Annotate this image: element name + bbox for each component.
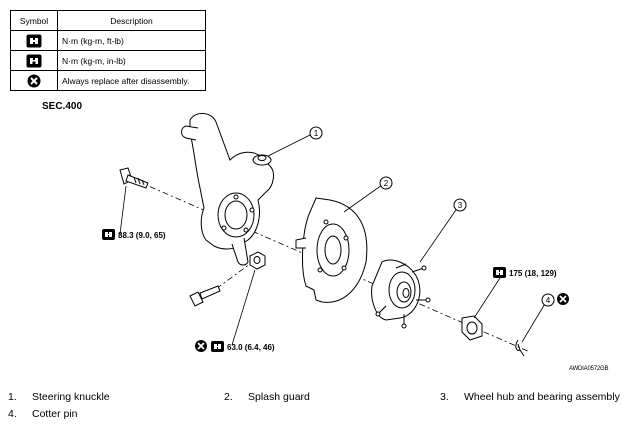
svg-text:3: 3 bbox=[458, 201, 463, 210]
callout-1: 1 bbox=[309, 126, 323, 140]
legend-symbol-cell bbox=[10, 50, 58, 71]
section-label: SEC.400 bbox=[42, 101, 83, 112]
torque-label-knuckle-bolt: 88.3 (9.0, 65) bbox=[102, 229, 166, 240]
svg-text:63.0 (6.4, 46): 63.0 (6.4, 46) bbox=[227, 343, 275, 352]
part-number: 4. bbox=[8, 408, 17, 420]
replace-x-icon bbox=[194, 339, 208, 353]
parts-list-item: 2. Splash guard bbox=[224, 391, 310, 403]
symbol-legend-table: Symbol Description N·m (kg-m, ft-lb) N·m… bbox=[10, 10, 206, 91]
torque-wrench-icon bbox=[493, 267, 506, 278]
torque-wrench-icon bbox=[26, 34, 42, 47]
legend-symbol-cell bbox=[10, 30, 58, 51]
callout-2: 2 bbox=[379, 176, 393, 190]
part-name: Splash guard bbox=[248, 391, 310, 403]
callout-3: 3 bbox=[453, 198, 467, 212]
svg-text:175 (18, 129): 175 (18, 129) bbox=[509, 269, 557, 278]
knuckle-bolt bbox=[119, 167, 149, 189]
cotter-pin bbox=[515, 339, 525, 357]
parts-list-item: 1. Steering knuckle bbox=[8, 391, 110, 403]
lower-bolt bbox=[189, 285, 221, 307]
svg-text:1: 1 bbox=[314, 129, 319, 138]
legend-description: Always replace after disassembly. bbox=[57, 70, 206, 91]
part-name: Wheel hub and bearing assembly bbox=[464, 391, 620, 403]
replace-x-icon bbox=[27, 74, 41, 87]
splash-guard bbox=[295, 197, 368, 303]
replace-x-icon bbox=[556, 292, 570, 306]
parts-list-item: 4. Cotter pin bbox=[8, 408, 78, 420]
steering-knuckle bbox=[181, 113, 274, 266]
torque-wrench-icon bbox=[102, 229, 115, 240]
part-number: 3. bbox=[440, 391, 449, 403]
torque-wrench-icon bbox=[211, 341, 224, 352]
part-number: 1. bbox=[8, 391, 17, 403]
leader-lines bbox=[119, 134, 547, 346]
figure-id: AWDIA0572GB bbox=[569, 366, 609, 372]
svg-text:4: 4 bbox=[546, 296, 551, 305]
legend-symbol-cell bbox=[10, 70, 58, 91]
torque-label-lower-nut: 63.0 (6.4, 46) bbox=[194, 339, 275, 353]
lower-nut bbox=[249, 251, 266, 270]
hub-nut bbox=[461, 315, 483, 341]
svg-text:2: 2 bbox=[384, 179, 389, 188]
exploded-assembly-diagram: 1 2 3 4 88.3 (9.0, 65) 175 (18, 129) 63.… bbox=[102, 113, 570, 357]
callout-4: 4 bbox=[541, 293, 555, 307]
part-number: 2. bbox=[224, 391, 233, 403]
torque-label-hub-nut: 175 (18, 129) bbox=[493, 267, 557, 278]
parts-list-item: 3. Wheel hub and bearing assembly bbox=[440, 391, 620, 403]
part-name: Steering knuckle bbox=[32, 391, 110, 403]
torque-wrench-inlb-icon bbox=[26, 54, 42, 67]
wheel-hub-bearing bbox=[371, 259, 431, 329]
part-name: Cotter pin bbox=[32, 408, 78, 420]
svg-text:88.3 (9.0, 65): 88.3 (9.0, 65) bbox=[118, 231, 166, 240]
